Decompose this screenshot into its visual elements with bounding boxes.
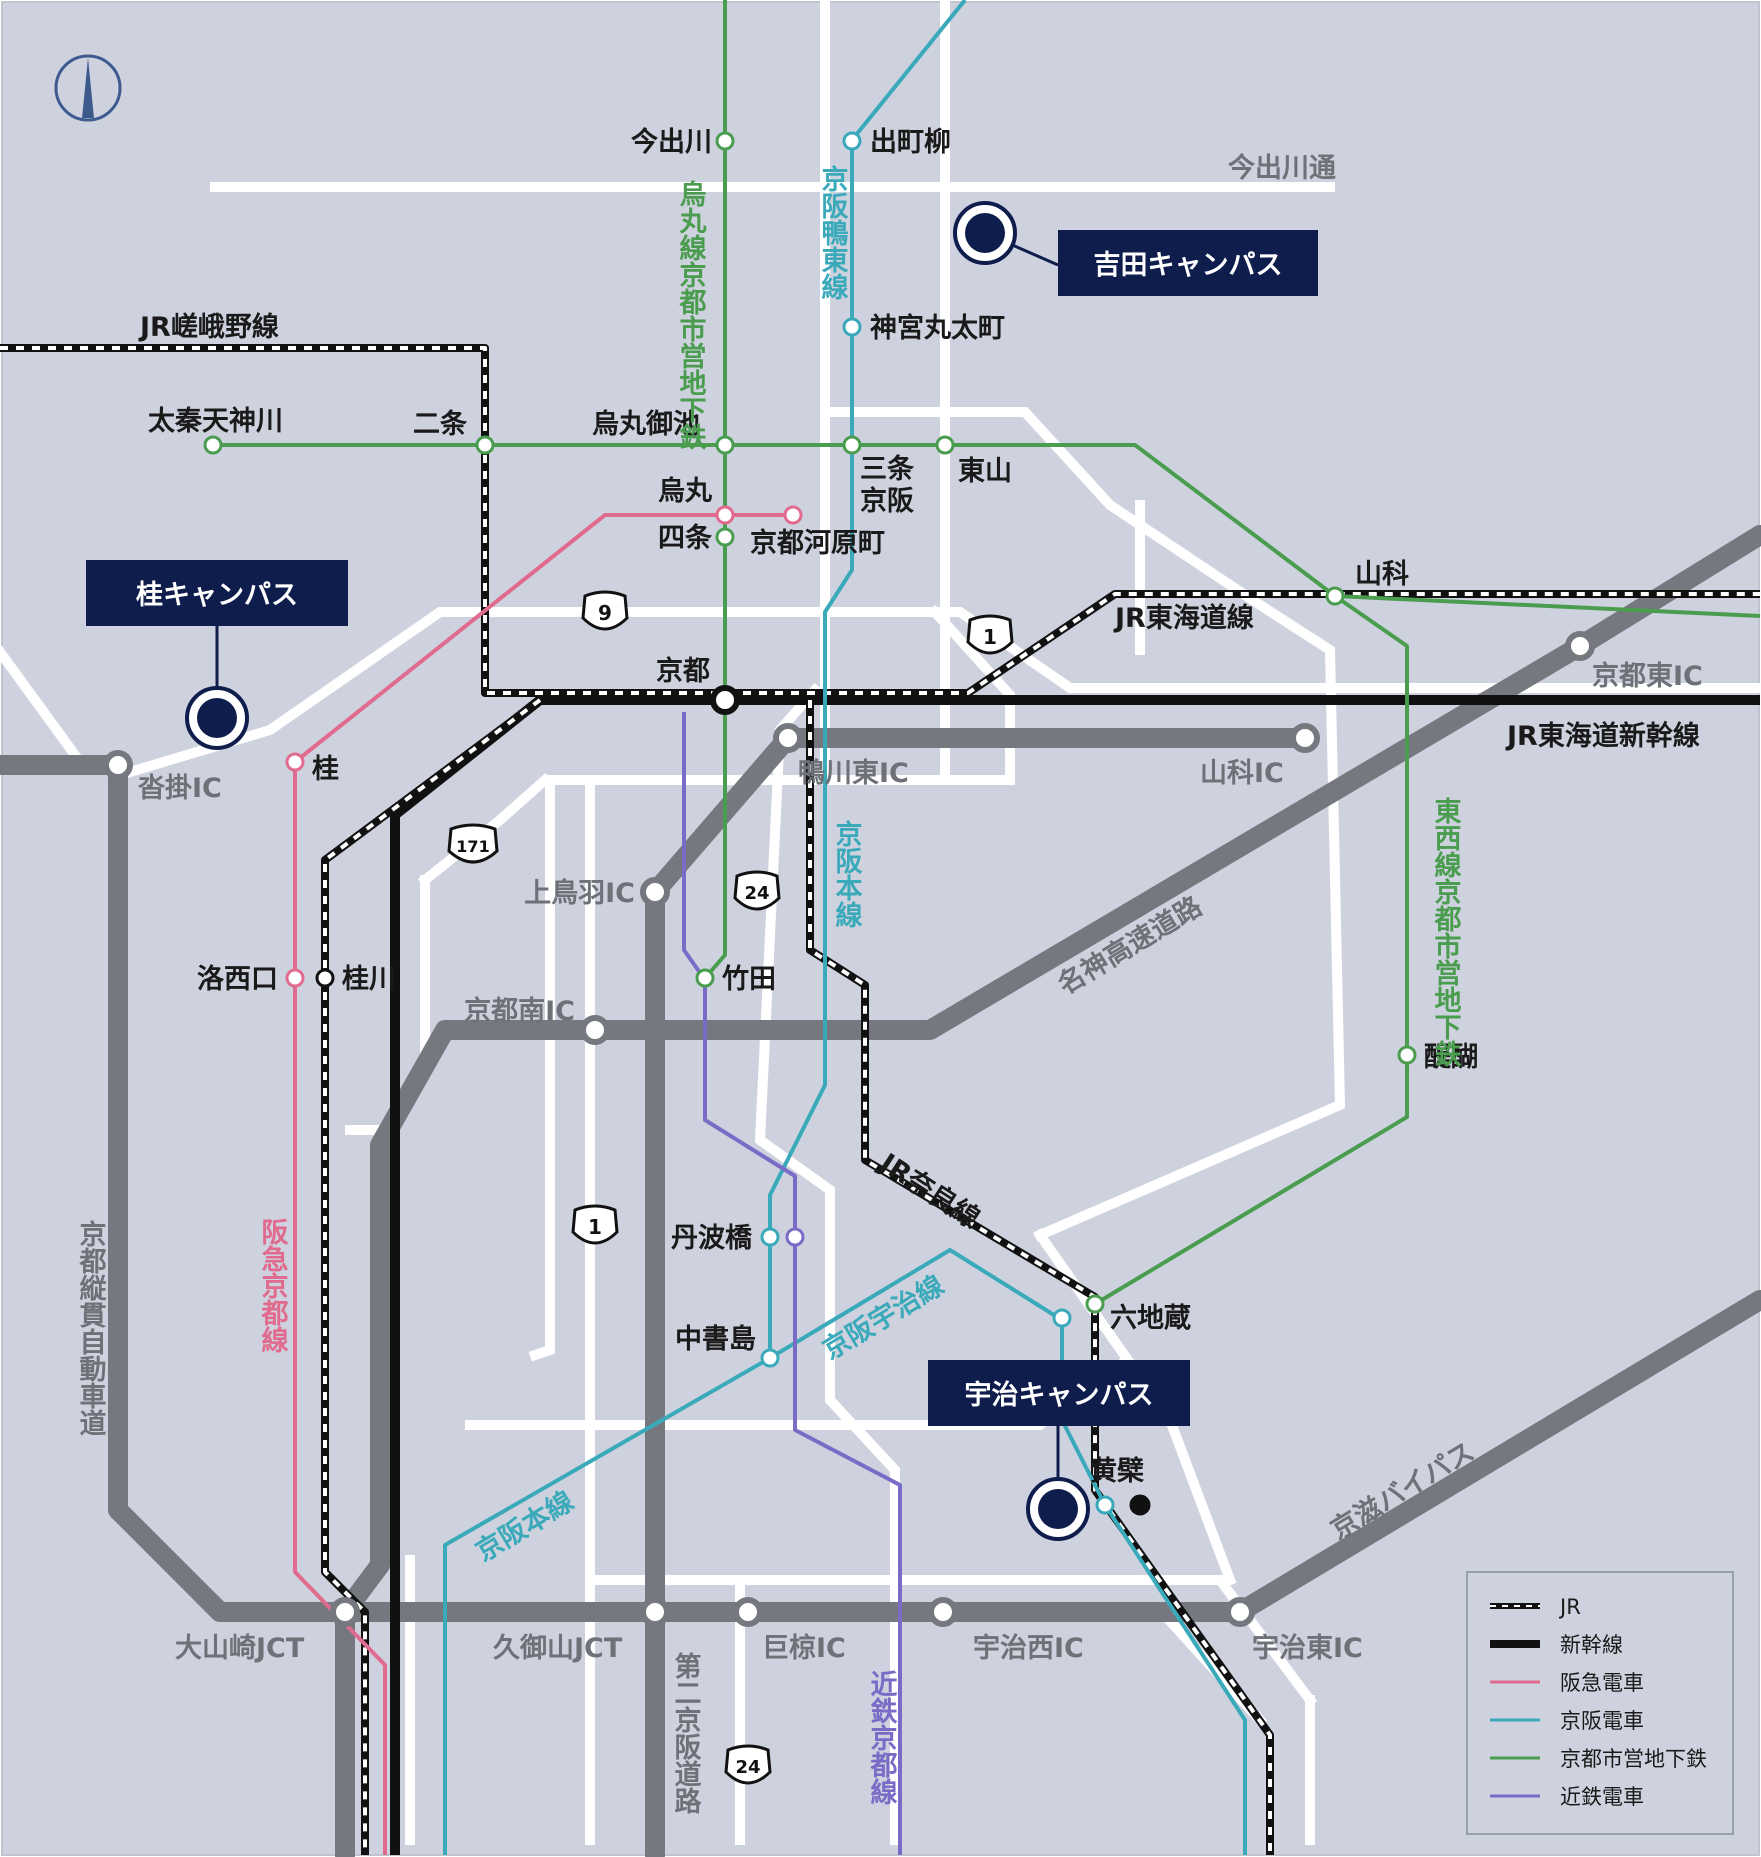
line-label: 阪急京都線 bbox=[257, 1218, 290, 1353]
line-label: JR東海道線 bbox=[1113, 602, 1254, 634]
line-label: 烏丸線京都市営地下鉄 bbox=[675, 180, 708, 450]
campus-label: 吉田キャンパス bbox=[1094, 250, 1283, 281]
route-shield: 1 bbox=[571, 1204, 619, 1245]
station-label: 山科 bbox=[1355, 559, 1409, 590]
legend-item-keihan: 京阪電車 bbox=[1490, 1709, 1644, 1733]
legend-label: 京都市営地下鉄 bbox=[1560, 1747, 1707, 1771]
route-shield: 1 bbox=[966, 614, 1014, 655]
station-label: 丹波橋 bbox=[671, 1223, 753, 1254]
station-labels: 今出川 出町柳 神宮丸太町 太秦天神川 二条 烏丸御池 三条 京阪 東山 烏丸 … bbox=[148, 126, 1478, 1487]
legend-label: 京阪電車 bbox=[1560, 1709, 1644, 1733]
station-label: 黄檗 bbox=[1090, 1455, 1145, 1487]
line-label: JR嵯峨野線 bbox=[138, 311, 279, 343]
hankyu-line bbox=[293, 513, 793, 1855]
campus-label: 桂キャンパス bbox=[136, 580, 298, 611]
route-shield: 9 bbox=[581, 590, 629, 631]
station-label: 烏丸 bbox=[658, 476, 712, 507]
interchange-markers bbox=[103, 631, 1595, 1627]
line-label: 近鉄京都線 bbox=[866, 1670, 899, 1805]
road-label: 京都縦貫自動車道 bbox=[75, 1219, 108, 1436]
legend-label: 近鉄電車 bbox=[1560, 1785, 1644, 1809]
station-label: 桂 bbox=[312, 754, 339, 785]
station-label: 醍醐 bbox=[1424, 1042, 1478, 1073]
road-label: 久御山JCT bbox=[493, 1633, 623, 1664]
legend-item-jr: JR bbox=[1490, 1595, 1581, 1619]
station-label: 京都河原町 bbox=[750, 527, 885, 559]
road-label: 上鳥羽IC bbox=[524, 878, 635, 909]
road-label: 宇治東IC bbox=[1252, 1633, 1363, 1664]
legend-item-shinkansen: 新幹線 bbox=[1490, 1633, 1623, 1657]
campus-label: 宇治キャンパス bbox=[965, 1380, 1154, 1411]
legend: JR 新幹線 阪急電車 京阪電車 京都市営地下鉄 近鉄電車 bbox=[1466, 1571, 1734, 1835]
line-label: 京阪本線 bbox=[831, 819, 863, 928]
station-label: 京都 bbox=[656, 655, 710, 687]
station-label: 三条 bbox=[860, 454, 915, 485]
station-label: 竹田 bbox=[721, 963, 776, 995]
legend-item-hankyu: 阪急電車 bbox=[1490, 1671, 1644, 1695]
road-label: 京都南IC bbox=[464, 995, 575, 1027]
road-label: 京都東IC bbox=[1592, 660, 1703, 692]
campus-yoshida[interactable]: 吉田キャンパス bbox=[953, 201, 1318, 296]
road-label: 宇治西IC bbox=[973, 1633, 1084, 1664]
route-number: 1 bbox=[983, 625, 997, 649]
legend-label: JR bbox=[1558, 1595, 1581, 1619]
station-label: 四条 bbox=[658, 523, 713, 554]
road-label: 今出川通 bbox=[1228, 152, 1336, 184]
line-label: 東西線京都市営地下鉄 bbox=[1430, 797, 1463, 1067]
jr-lines bbox=[0, 344, 1760, 1855]
campus-uji[interactable]: 宇治キャンパス bbox=[928, 1360, 1190, 1541]
road-label: 巨椋IC bbox=[762, 1633, 846, 1664]
road-label: 大山崎JCT bbox=[175, 1633, 305, 1664]
legend-label: 阪急電車 bbox=[1560, 1671, 1644, 1695]
campus-katsura[interactable]: 桂キャンパス bbox=[86, 560, 348, 750]
station-label: 二条 bbox=[413, 409, 468, 440]
road-label: 第二京阪道路 bbox=[670, 1651, 702, 1814]
station-label: 東山 bbox=[958, 456, 1012, 487]
road-label: 沓掛IC bbox=[138, 773, 222, 804]
station-label: 出町柳 bbox=[870, 127, 951, 158]
line-label: 京阪鴨東線 bbox=[817, 164, 849, 300]
road-label: 山科IC bbox=[1200, 758, 1284, 789]
station-label: 烏丸御池 bbox=[592, 409, 700, 440]
station-label: 桂川 bbox=[342, 964, 396, 995]
expressways bbox=[0, 525, 1761, 1857]
station-label: 今出川 bbox=[631, 126, 712, 158]
route-number: 9 bbox=[598, 601, 612, 625]
north-arrow-icon bbox=[54, 54, 122, 122]
route-shield: 171 bbox=[447, 823, 499, 864]
station-markers bbox=[203, 131, 1417, 1516]
road-label: 鴨川東IC bbox=[798, 758, 909, 789]
line-label: JR東海道新幹線 bbox=[1505, 720, 1700, 752]
station-label: 中書島 bbox=[675, 1324, 756, 1355]
legend-item-kintetsu: 近鉄電車 bbox=[1490, 1785, 1644, 1809]
route-number: 1 bbox=[588, 1215, 602, 1239]
route-shield: 24 bbox=[733, 870, 781, 911]
station-label: 六地蔵 bbox=[1110, 1303, 1191, 1334]
route-number: 24 bbox=[744, 883, 769, 904]
station-label: 京阪 bbox=[860, 485, 914, 517]
route-shields: 9 1 171 24 1 24 bbox=[447, 590, 1014, 1785]
legend-label: 新幹線 bbox=[1560, 1633, 1623, 1657]
station-label: 洛西口 bbox=[197, 964, 278, 995]
route-shield: 24 bbox=[724, 1744, 772, 1785]
legend-item-subway: 京都市営地下鉄 bbox=[1490, 1747, 1707, 1771]
station-label: 太秦天神川 bbox=[148, 406, 283, 437]
kintetsu-line bbox=[682, 712, 902, 1855]
route-number: 171 bbox=[456, 837, 489, 856]
station-label: 神宮丸太町 bbox=[870, 312, 1005, 344]
subway-lines bbox=[213, 0, 1761, 1306]
route-number: 24 bbox=[735, 1757, 760, 1778]
